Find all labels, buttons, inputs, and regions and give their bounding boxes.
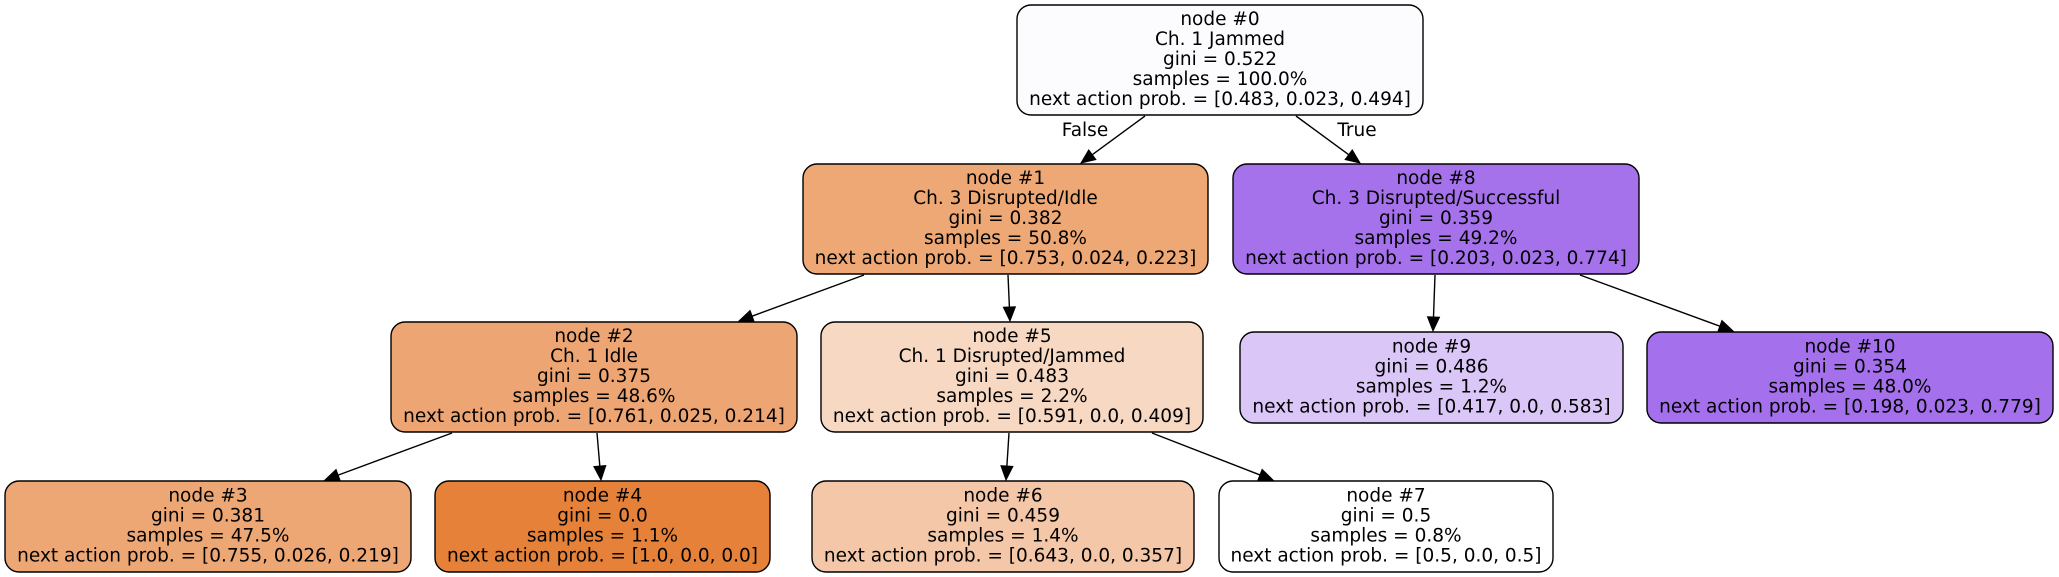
- node-box: [1646, 331, 2054, 424]
- node-line: samples = 50.8%: [924, 228, 1087, 249]
- node-box: [1232, 163, 1640, 275]
- arrowhead-n8-n9: [1426, 316, 1441, 333]
- node-line: gini = 0.0: [557, 506, 647, 527]
- edge-n1-n2: [751, 274, 865, 317]
- node-line: samples = 47.5%: [127, 526, 290, 547]
- arrowhead-n1-n5: [1002, 306, 1017, 323]
- arrowhead-n2-n3: [323, 468, 341, 482]
- arrowhead-n5-n7: [1257, 468, 1275, 482]
- node-line: next action prob. = [0.761, 0.025, 0.214…: [403, 406, 785, 427]
- edge-n8-n9: [1432, 274, 1436, 318]
- node-line: gini = 0.5: [1341, 506, 1431, 527]
- node-box: [1239, 331, 1624, 424]
- edge-n0-n1: [1091, 115, 1146, 156]
- node-line: next action prob. = [0.591, 0.0, 0.409]: [833, 406, 1191, 427]
- node-line: samples = 2.2%: [936, 386, 1087, 407]
- arrowhead-n0-n1: [1079, 148, 1097, 164]
- node-line: node #7: [1346, 486, 1425, 507]
- arrowhead-n5-n6: [1000, 465, 1014, 482]
- node-line: gini = 0.382: [949, 208, 1063, 229]
- node-line: node #8: [1396, 168, 1475, 189]
- node-box: [434, 480, 771, 573]
- node-line: gini = 0.486: [1375, 357, 1489, 378]
- node-line: gini = 0.354: [1793, 357, 1907, 378]
- node-box: [4, 480, 412, 573]
- node-line: gini = 0.483: [955, 366, 1069, 387]
- node-line: samples = 48.0%: [1769, 377, 1932, 398]
- node-line: gini = 0.459: [946, 506, 1060, 527]
- arrowhead-n2-n4: [593, 464, 607, 482]
- node-line: Ch. 3 Disrupted/Successful: [1312, 188, 1561, 209]
- edge-n5-n7: [1151, 432, 1261, 476]
- node-line: next action prob. = [0.417, 0.0, 0.583]: [1252, 397, 1610, 418]
- node-line: samples = 48.6%: [513, 386, 676, 407]
- edge-n2-n3: [337, 432, 453, 476]
- node-line: samples = 49.2%: [1355, 228, 1518, 249]
- node-line: samples = 1.4%: [927, 526, 1078, 547]
- arrowhead-n0-n8: [1344, 148, 1362, 164]
- node-line: node #10: [1804, 337, 1895, 358]
- node-line: next action prob. = [0.753, 0.024, 0.223…: [815, 248, 1197, 269]
- node-line: samples = 0.8%: [1310, 526, 1461, 547]
- node-line: next action prob. = [0.643, 0.0, 0.357]: [824, 546, 1182, 567]
- node-line: gini = 0.375: [537, 366, 651, 387]
- edge-n1-n5: [1007, 274, 1011, 308]
- node-line: gini = 0.522: [1163, 49, 1277, 70]
- node-line: node #1: [966, 168, 1045, 189]
- node-box: [811, 480, 1195, 573]
- node-line: node #4: [563, 486, 642, 507]
- node-line: next action prob. = [0.198, 0.023, 0.779…: [1659, 397, 2041, 418]
- node-line: samples = 1.2%: [1356, 377, 1507, 398]
- node-line: next action prob. = [0.483, 0.023, 0.494…: [1029, 89, 1411, 110]
- node-line: node #5: [972, 326, 1051, 347]
- node-line: samples = 1.1%: [527, 526, 678, 547]
- arrowhead-n8-n10: [1717, 319, 1735, 333]
- node-line: next action prob. = [0.5, 0.0, 0.5]: [1230, 546, 1541, 567]
- edge-n8-n10: [1579, 274, 1721, 327]
- edge-n5-n6: [1006, 432, 1010, 467]
- arrowhead-n1-n2: [737, 309, 755, 323]
- node-box: [390, 321, 798, 433]
- node-line: next action prob. = [0.755, 0.026, 0.219…: [17, 546, 399, 567]
- node-line: gini = 0.359: [1379, 208, 1493, 229]
- node-line: Ch. 3 Disrupted/Idle: [913, 188, 1098, 209]
- node-box: [1016, 4, 1424, 116]
- node-line: samples = 100.0%: [1133, 69, 1308, 90]
- node-line: Ch. 1 Idle: [550, 346, 638, 367]
- node-line: node #3: [168, 486, 247, 507]
- node-line: gini = 0.381: [151, 506, 265, 527]
- edge-label-true: True: [1336, 120, 1376, 141]
- node-box: [820, 321, 1204, 433]
- edge-label-false: False: [1062, 120, 1108, 141]
- node-line: next action prob. = [1.0, 0.0, 0.0]: [447, 546, 758, 567]
- node-line: node #0: [1180, 9, 1259, 30]
- edge-n0-n8: [1295, 115, 1350, 156]
- node-box: [802, 163, 1209, 275]
- node-box: [1218, 480, 1554, 573]
- node-line: Ch. 1 Jammed: [1155, 29, 1285, 50]
- node-line: node #9: [1392, 337, 1471, 358]
- node-line: node #2: [554, 326, 633, 347]
- node-line: node #6: [963, 486, 1042, 507]
- node-line: next action prob. = [0.203, 0.023, 0.774…: [1245, 248, 1627, 269]
- node-line: Ch. 1 Disrupted/Jammed: [899, 346, 1126, 367]
- edge-n2-n4: [596, 432, 601, 467]
